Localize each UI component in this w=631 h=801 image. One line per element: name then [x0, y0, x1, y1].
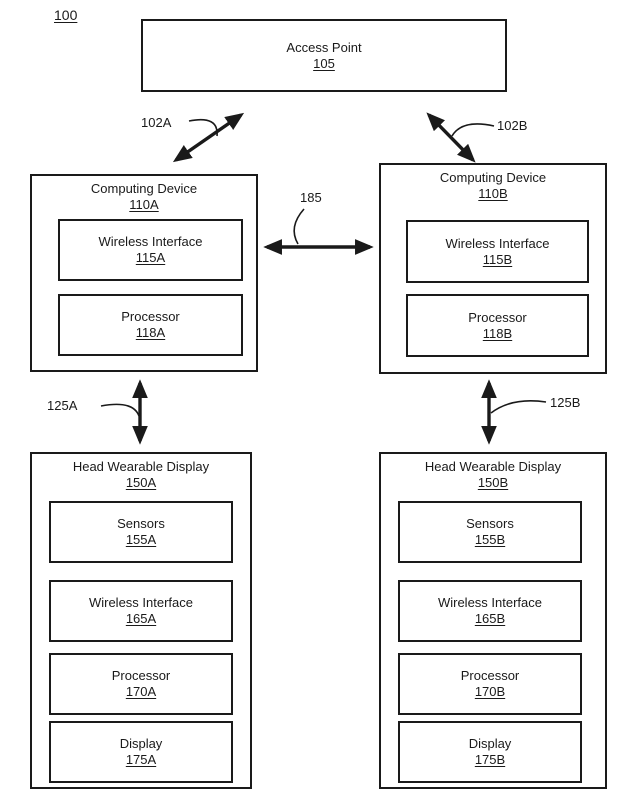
leader-line-125a	[100, 403, 140, 417]
display-a-ref: 175A	[125, 752, 157, 767]
wireless-interface-a-title: Wireless Interface	[98, 234, 203, 249]
sensors-a-title: Sensors	[117, 516, 165, 531]
computing-device-b-ref: 110B	[478, 186, 508, 201]
hwd-wireless-interface-a-box: Wireless Interface 165A	[49, 580, 233, 642]
hwd-processor-a-box: Processor 170A	[49, 653, 233, 715]
arrow-access-point-to-computing-device-a	[172, 112, 245, 163]
hwd-a-ref: 150A	[125, 475, 157, 490]
computing-device-a-ref: 110A	[129, 197, 159, 212]
leader-line-125b	[490, 400, 547, 414]
sensors-b-ref: 155B	[474, 532, 506, 547]
hwd-processor-a-title: Processor	[111, 668, 171, 683]
wireless-interface-b-ref: 115B	[482, 251, 513, 267]
leader-line-102b	[451, 123, 495, 137]
sensors-a-box: Sensors 155A	[49, 501, 233, 563]
hwd-b-title: Head Wearable Display	[424, 459, 562, 474]
wireless-interface-a-ref: 115A	[135, 250, 166, 265]
processor-a-ref: 118A	[135, 325, 166, 340]
processor-b-box: Processor 118B	[406, 294, 589, 357]
hwd-wireless-b-ref: 165B	[474, 611, 506, 626]
connection-label-102b: 102B	[497, 118, 528, 133]
hwd-processor-a-ref: 170A	[125, 684, 157, 699]
wireless-interface-a-box: Wireless Interface 115A	[58, 219, 243, 281]
leader-line-102a	[188, 118, 218, 137]
display-a-box: Display 175A	[49, 721, 233, 783]
leader-line-185	[293, 208, 305, 245]
display-b-ref: 175B	[474, 752, 506, 767]
computing-device-a-title: Computing Device	[90, 181, 198, 196]
display-a-title: Display	[119, 736, 163, 751]
sensors-b-title: Sensors	[466, 516, 514, 531]
figure-label: 100	[54, 7, 78, 23]
hwd-wireless-interface-b-box: Wireless Interface 165B	[398, 580, 582, 642]
processor-b-title: Processor	[468, 309, 527, 325]
computing-device-b-title: Computing Device	[439, 170, 547, 185]
arrow-access-point-to-computing-device-b	[426, 112, 476, 163]
processor-a-title: Processor	[121, 309, 180, 324]
sensors-a-ref: 155A	[125, 532, 157, 547]
access-point-title: Access Point	[286, 39, 362, 55]
hwd-processor-b-title: Processor	[460, 668, 520, 683]
wireless-interface-b-title: Wireless Interface	[445, 235, 550, 251]
hwd-wireless-b-title: Wireless Interface	[437, 595, 543, 610]
connection-label-125b: 125B	[550, 395, 581, 410]
display-b-box: Display 175B	[398, 721, 582, 783]
hwd-a-title: Head Wearable Display	[72, 459, 210, 474]
processor-b-ref: 118B	[482, 325, 513, 341]
hwd-wireless-a-ref: 165A	[125, 611, 157, 626]
hwd-b-ref: 150B	[477, 475, 509, 490]
hwd-processor-b-ref: 170B	[474, 684, 506, 699]
access-point-box: Access Point 105	[141, 19, 507, 92]
hwd-processor-b-box: Processor 170B	[398, 653, 582, 715]
connection-label-185: 185	[300, 190, 322, 205]
sensors-b-box: Sensors 155B	[398, 501, 582, 563]
hwd-wireless-a-title: Wireless Interface	[88, 595, 194, 610]
access-point-ref: 105	[313, 55, 335, 71]
display-b-title: Display	[468, 736, 512, 751]
connection-label-102a: 102A	[141, 115, 172, 130]
processor-a-box: Processor 118A	[58, 294, 243, 356]
connection-label-125a: 125A	[47, 398, 78, 413]
wireless-interface-b-box: Wireless Interface 115B	[406, 220, 589, 283]
